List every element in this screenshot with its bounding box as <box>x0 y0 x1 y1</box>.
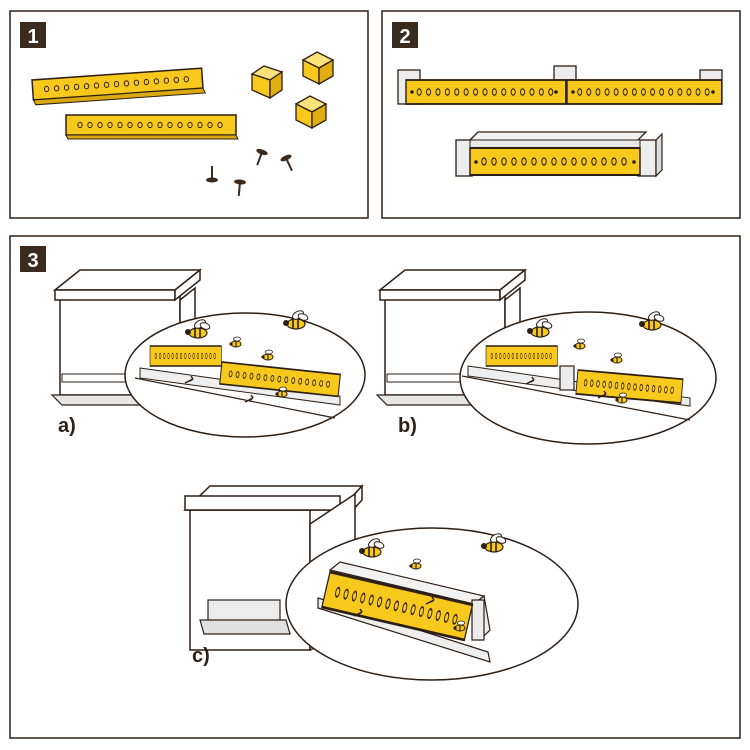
nail <box>206 166 218 183</box>
reducer-strip <box>31 67 207 106</box>
panel-3-number: 3 <box>27 250 38 272</box>
step-a: a) <box>51 269 366 438</box>
panel-2: 2 <box>381 10 741 219</box>
nail <box>256 148 268 166</box>
step-b-label: b) <box>398 415 417 437</box>
step-c-label: c) <box>192 645 210 667</box>
wood-block <box>250 65 284 100</box>
panel-3: 3 a) <box>9 235 741 739</box>
step-a-label: a) <box>58 415 76 437</box>
assembled-reducer-box <box>455 131 663 178</box>
panel-1: 1 <box>9 10 369 219</box>
step-b: b) <box>376 269 717 445</box>
reducer-strip <box>65 114 239 140</box>
nail <box>234 179 246 197</box>
assembled-reducer-pair <box>397 65 723 105</box>
panel-1-number: 1 <box>27 26 38 48</box>
panel-2-number: 2 <box>399 26 410 48</box>
wood-block <box>294 95 328 130</box>
step-c: c) <box>183 484 579 681</box>
wood-block <box>301 51 335 86</box>
nail <box>280 154 293 172</box>
